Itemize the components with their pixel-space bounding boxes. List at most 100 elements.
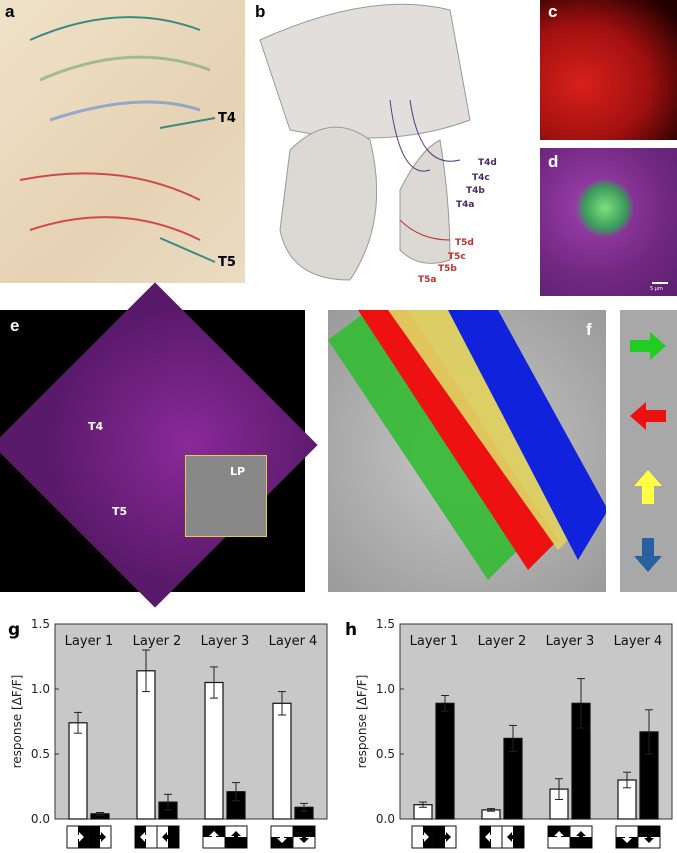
stimulus-arrow-icon bbox=[622, 834, 632, 843]
label-t4: T4 bbox=[88, 420, 104, 433]
label-t4c: T4c bbox=[472, 173, 490, 183]
stimulus-dark-half bbox=[225, 837, 247, 848]
stimulus-icon-down bbox=[615, 825, 639, 849]
category-label: Layer 3 bbox=[546, 634, 595, 649]
stimulus-arrow-icon bbox=[209, 831, 219, 840]
direction-legend bbox=[620, 310, 677, 592]
y-tick-label: 1.5 bbox=[31, 617, 50, 631]
panel-label-d: d bbox=[548, 152, 559, 171]
bar bbox=[435, 702, 455, 820]
stimulus-arrow-icon bbox=[442, 832, 451, 842]
y-tick-label: 1.0 bbox=[376, 682, 395, 696]
label-t5d: T5d bbox=[455, 238, 474, 248]
stimulus-arrow-icon bbox=[97, 832, 106, 842]
annotation-t5: T5 bbox=[218, 255, 236, 270]
stimulus-arrow-icon bbox=[507, 832, 516, 842]
arrow-shape bbox=[630, 402, 666, 430]
label-lp: LP bbox=[230, 465, 246, 478]
category-label: Layer 4 bbox=[269, 634, 318, 649]
stimulus-arrow-icon bbox=[140, 832, 149, 842]
stimulus-icon-up bbox=[202, 825, 226, 849]
stimulus-icon-down bbox=[637, 825, 661, 849]
panel-label-e: e bbox=[10, 316, 20, 335]
stimulus-dark-half bbox=[168, 826, 179, 848]
optic-lobe-schematic bbox=[259, 3, 471, 281]
category-label: Layer 2 bbox=[478, 634, 527, 649]
label-t5: T5 bbox=[112, 505, 128, 518]
category-label: Layer 4 bbox=[614, 634, 663, 649]
stimulus-dark-half bbox=[89, 826, 100, 848]
stimulus-arrow-icon bbox=[231, 831, 241, 840]
label-t4d: T4d bbox=[478, 158, 497, 168]
stimulus-arrow-icon bbox=[554, 831, 564, 840]
tissue-section bbox=[0, 282, 318, 608]
label-t5a: T5a bbox=[418, 275, 437, 285]
stimulus-icon-left bbox=[156, 825, 180, 849]
stimulus-icon-right bbox=[433, 825, 457, 849]
arrow-shape bbox=[634, 470, 662, 504]
arrow-up-icon bbox=[634, 470, 662, 504]
panel-label-f: f bbox=[586, 320, 592, 339]
scale-bar-label: 5 µm bbox=[650, 286, 663, 292]
panel-label: h bbox=[345, 620, 357, 640]
arrow-left-icon bbox=[630, 402, 666, 430]
arrow-down-icon bbox=[634, 538, 662, 572]
stimulus-icon-down bbox=[270, 825, 294, 849]
arrow-shape bbox=[630, 332, 666, 360]
category-label: Layer 1 bbox=[65, 634, 114, 649]
panel-a-golgi-drawing: a T4 T5 bbox=[0, 0, 245, 283]
bar bbox=[272, 702, 292, 820]
bar bbox=[68, 722, 88, 820]
stimulus-arrow-icon bbox=[75, 832, 84, 842]
y-tick-label: 0.0 bbox=[31, 812, 50, 826]
stimulus-icon-left bbox=[479, 825, 503, 849]
stimulus-icon-right bbox=[88, 825, 112, 849]
stimulus-arrow-icon bbox=[485, 832, 494, 842]
label-t4a: T4a bbox=[456, 200, 475, 210]
y-axis-label: response [ΔF/F] bbox=[10, 675, 24, 769]
panel-f-response-map: f bbox=[328, 310, 608, 592]
label-t5b: T5b bbox=[438, 264, 457, 274]
stimulus-icon-left bbox=[134, 825, 158, 849]
category-label: Layer 2 bbox=[133, 634, 182, 649]
bar bbox=[136, 670, 156, 820]
stimulus-icon-down bbox=[292, 825, 316, 849]
stimulus-arrow-icon bbox=[644, 834, 654, 843]
panel-label-a: a bbox=[5, 2, 15, 21]
stimulus-arrow-icon bbox=[576, 831, 586, 840]
y-tick-label: 1.0 bbox=[31, 682, 50, 696]
stimulus-icon-right bbox=[66, 825, 90, 849]
y-tick-label: 0.5 bbox=[31, 747, 50, 761]
stimulus-dark-half bbox=[570, 837, 592, 848]
layer-map bbox=[328, 310, 608, 580]
panel-label: g bbox=[8, 620, 20, 640]
stimulus-icon-left bbox=[501, 825, 525, 849]
stimulus-dark-half bbox=[638, 826, 660, 837]
panel-label-b: b bbox=[255, 2, 266, 21]
stimulus-arrow-icon bbox=[420, 832, 429, 842]
panel-d-micrograph: d 5 µm bbox=[540, 148, 677, 296]
stimulus-arrow-icon bbox=[277, 834, 287, 843]
panel-b-schematic: b T4d T4c T4b T4a T5d T5c T5b T5a bbox=[250, 0, 535, 290]
y-tick-label: 0.5 bbox=[376, 747, 395, 761]
label-t5c: T5c bbox=[448, 252, 466, 262]
stimulus-icon-right bbox=[411, 825, 435, 849]
stimulus-icon-up bbox=[224, 825, 248, 849]
neuron-arbor bbox=[575, 178, 635, 238]
stimulus-dark-half bbox=[513, 826, 524, 848]
y-tick-label: 0.0 bbox=[376, 812, 395, 826]
chart-g: g 0.0 0.5 1.0 1.5 response [ΔF/F] Layer 1 Layer… bbox=[8, 617, 328, 849]
panel-c-micrograph: c bbox=[540, 0, 677, 140]
scale-bar bbox=[652, 282, 668, 284]
panel-e-micrograph: e T4 T5 LP bbox=[0, 282, 318, 608]
annotation-t4: T4 bbox=[218, 111, 236, 126]
stimulus-arrow-icon bbox=[299, 834, 309, 843]
stimulus-icon-up bbox=[569, 825, 593, 849]
y-tick-label: 1.5 bbox=[376, 617, 395, 631]
direction-arrows bbox=[630, 332, 666, 572]
stimulus-dark-half bbox=[293, 826, 315, 837]
arrow-right-icon bbox=[630, 332, 666, 360]
label-t4b: T4b bbox=[466, 186, 485, 196]
arrow-shape bbox=[634, 538, 662, 572]
